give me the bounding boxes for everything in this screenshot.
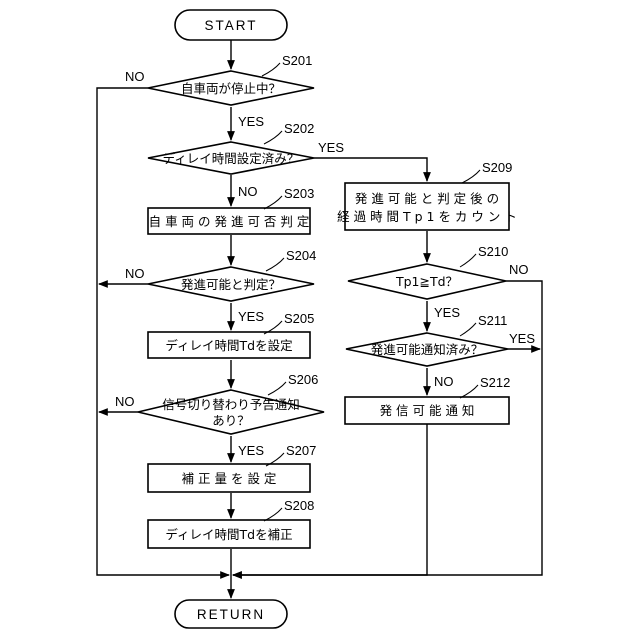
process-s208: ディレイ時間Tdを補正 bbox=[148, 520, 310, 548]
decision-s211: 発進可能通知済み？ bbox=[346, 333, 508, 366]
s211-text: 発進可能通知済み？ bbox=[371, 342, 484, 357]
s206-text-line1: 信号切り替わり予告通知 bbox=[162, 397, 300, 412]
decision-s201: 自車両が停止中？ bbox=[148, 71, 314, 105]
s202-text: ディレイ時間設定済み？ bbox=[163, 151, 300, 166]
step-id-s206: S206 bbox=[288, 372, 318, 387]
s204-text: 発進可能と判定？ bbox=[181, 277, 281, 292]
step-id-s207: S207 bbox=[286, 443, 316, 458]
step-id-s210: S210 bbox=[478, 244, 508, 259]
start-terminal: START bbox=[175, 10, 287, 40]
process-s205: ディレイ時間Tdを設定 bbox=[148, 332, 310, 358]
s210-yes-label: YES bbox=[434, 305, 460, 320]
s209-text-line2: 経 過 時 間 T p 1 を カ ウ ン ト bbox=[337, 209, 517, 224]
step-id-s208: S208 bbox=[284, 498, 314, 513]
step-id-s205: S205 bbox=[284, 311, 314, 326]
s201-text: 自車両が停止中？ bbox=[181, 81, 281, 96]
step-id-s203: S203 bbox=[284, 186, 314, 201]
s211-no-label: NO bbox=[434, 374, 454, 389]
decision-s206: 信号切り替わり予告通知 あり？ bbox=[138, 390, 324, 434]
decision-s204: 発進可能と判定？ bbox=[148, 267, 314, 301]
s210-no-label: NO bbox=[509, 262, 529, 277]
step-id-s211: S211 bbox=[478, 313, 507, 328]
s205-text: ディレイ時間Tdを設定 bbox=[165, 338, 292, 353]
start-label: START bbox=[204, 18, 257, 33]
s209-text-line1: 発 進 可 能 と 判 定 後 の bbox=[355, 191, 499, 206]
s210-text: Tp1≧Td？ bbox=[395, 274, 458, 289]
process-s209: 発 進 可 能 と 判 定 後 の 経 過 時 間 T p 1 を カ ウ ン … bbox=[337, 183, 517, 230]
step-id-s201: S201 bbox=[282, 53, 312, 68]
s202-no-label: NO bbox=[238, 184, 258, 199]
decision-s202: ディレイ時間設定済み？ bbox=[148, 142, 314, 174]
s206-yes-label: YES bbox=[238, 443, 264, 458]
return-terminal: RETURN bbox=[175, 600, 287, 628]
s204-yes-label: YES bbox=[238, 309, 264, 324]
step-id-s209: S209 bbox=[482, 160, 512, 175]
decision-s210: Tp1≧Td？ bbox=[348, 264, 506, 299]
process-s212: 発 信 可 能 通 知 bbox=[345, 397, 509, 424]
s201-yes-label: YES bbox=[238, 114, 264, 129]
s202-yes-label: YES bbox=[318, 140, 344, 155]
process-s207: 補 正 量 を 設 定 bbox=[148, 464, 310, 492]
s201-no-label: NO bbox=[125, 69, 145, 84]
s211-yes-label: YES bbox=[509, 331, 535, 346]
s204-no-label: NO bbox=[125, 266, 145, 281]
step-id-s202: S202 bbox=[284, 121, 314, 136]
connectors bbox=[97, 40, 542, 598]
process-s203: 自 車 両 の 発 進 可 否 判 定 bbox=[148, 208, 310, 234]
step-id-s212: S212 bbox=[480, 375, 510, 390]
step-id-s204: S204 bbox=[286, 248, 316, 263]
s206-no-label: NO bbox=[115, 394, 135, 409]
return-label: RETURN bbox=[197, 607, 265, 622]
s206-text-line2: あり？ bbox=[212, 413, 250, 428]
s212-text: 発 信 可 能 通 知 bbox=[380, 403, 475, 418]
s208-text: ディレイ時間Tdを補正 bbox=[165, 527, 292, 542]
s207-text: 補 正 量 を 設 定 bbox=[182, 471, 277, 486]
s203-text: 自 車 両 の 発 進 可 否 判 定 bbox=[149, 214, 310, 229]
